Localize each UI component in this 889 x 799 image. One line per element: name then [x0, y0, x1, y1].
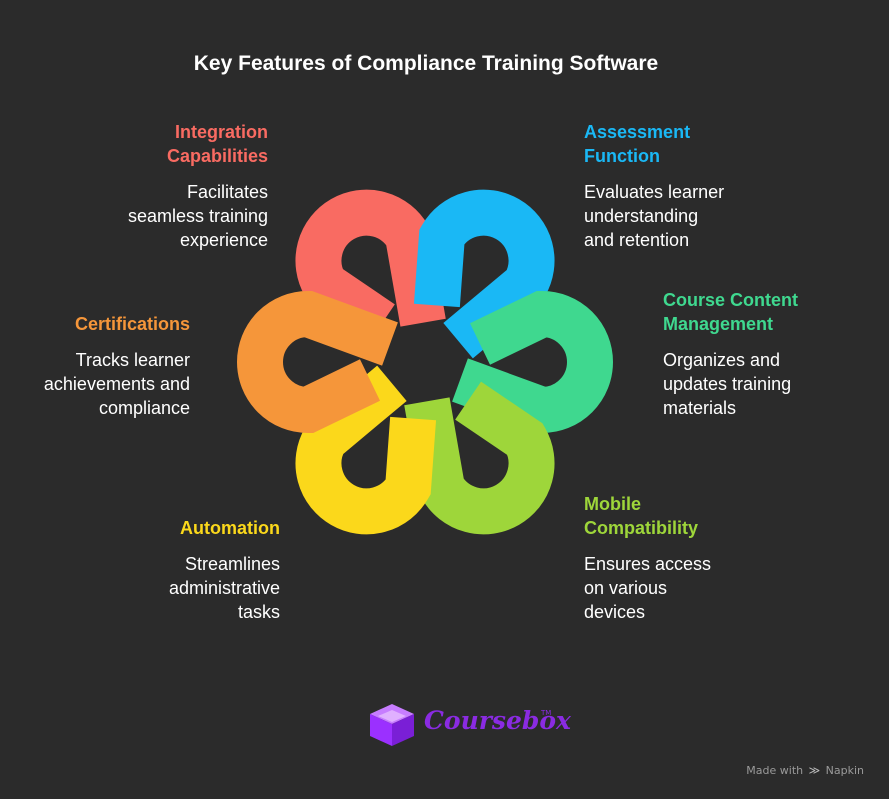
chain-link-automation: [295, 365, 437, 535]
feature-assessment: Assessment Function Evaluates learner un…: [584, 120, 784, 252]
feature-automation-title: Automation: [100, 516, 280, 540]
page-title: Key Features of Compliance Training Soft…: [193, 52, 659, 75]
chain-link-assessment: [413, 189, 555, 359]
desc-line: Facilitates: [186, 182, 268, 202]
desc-line: and retention: [584, 230, 690, 250]
feature-automation-title-line-1: Automation: [180, 518, 280, 538]
feature-assessment-title: Assessment Function: [584, 120, 784, 168]
desc-line: materials: [663, 398, 737, 418]
feature-mobile: Mobile Compatibility Ensures access on v…: [584, 492, 784, 624]
feature-certifications-title: Certifications: [10, 312, 190, 336]
desc-line: Evaluates learner: [584, 182, 725, 202]
chain-link-course: [452, 290, 613, 434]
feature-certifications-desc: Tracks learner achievements and complian…: [10, 348, 190, 420]
desc-line: compliance: [98, 398, 190, 418]
feature-course-title-line-1: Course Content: [663, 290, 798, 310]
feature-integration-title: Integration Capabilities: [100, 120, 268, 168]
desc-line: updates training: [663, 374, 792, 394]
feature-course-content: Course Content Management Organizes and …: [663, 288, 863, 420]
desc-line: Organizes and: [663, 350, 781, 370]
feature-certifications: Certifications Tracks learner achievemen…: [10, 312, 190, 420]
feature-mobile-title: Mobile Compatibility: [584, 492, 784, 540]
feature-automation-desc: Streamlines administrative tasks: [100, 552, 280, 624]
feature-course-desc: Organizes and updates training materials: [663, 348, 863, 420]
logo-tm: TM: [541, 709, 552, 717]
desc-line: Streamlines: [184, 554, 280, 574]
desc-line: administrative: [168, 578, 280, 598]
made-with-credit: Made with ≫ Napkin: [746, 764, 864, 777]
credit-brand: Napkin: [825, 764, 864, 777]
chain-link-integration: [295, 189, 446, 343]
desc-line: experience: [179, 230, 268, 250]
desc-line: Tracks learner: [75, 350, 190, 370]
feature-assessment-desc: Evaluates learner understanding and rete…: [584, 180, 784, 252]
feature-mobile-title-line-2: Compatibility: [584, 518, 699, 538]
desc-line: seamless training: [127, 206, 268, 226]
feature-integration-title-line-2: Capabilities: [166, 146, 268, 166]
desc-line: Ensures access: [584, 554, 712, 574]
desc-line: on various: [584, 578, 668, 598]
desc-line: devices: [584, 602, 646, 622]
feature-mobile-desc: Ensures access on various devices: [584, 552, 784, 624]
feature-course-title: Course Content Management: [663, 288, 863, 336]
logo-text: Coursebox: [424, 706, 571, 735]
feature-course-title-line-2: Management: [663, 314, 774, 334]
feature-integration-desc: Facilitates seamless training experience: [100, 180, 268, 252]
feature-assessment-title-line-2: Function: [584, 146, 660, 166]
feature-mobile-title-line-1: Mobile: [584, 494, 641, 514]
chain-link-mobile: [404, 381, 555, 535]
coursebox-logo-icon: [370, 704, 414, 746]
credit-prefix: Made with: [746, 764, 804, 777]
feature-integration: Integration Capabilities Facilitates sea…: [100, 120, 268, 252]
feature-integration-title-line-1: Integration: [175, 122, 268, 142]
desc-line: achievements and: [43, 374, 190, 394]
napkin-icon: ≫: [808, 764, 821, 777]
feature-certifications-title-line-1: Certifications: [74, 314, 190, 334]
desc-line: understanding: [584, 206, 699, 226]
feature-assessment-title-line-1: Assessment: [584, 122, 691, 142]
feature-automation: Automation Streamlines administrative ta…: [100, 516, 280, 624]
chain-link-certifications: [237, 290, 398, 434]
desc-line: tasks: [237, 602, 280, 622]
